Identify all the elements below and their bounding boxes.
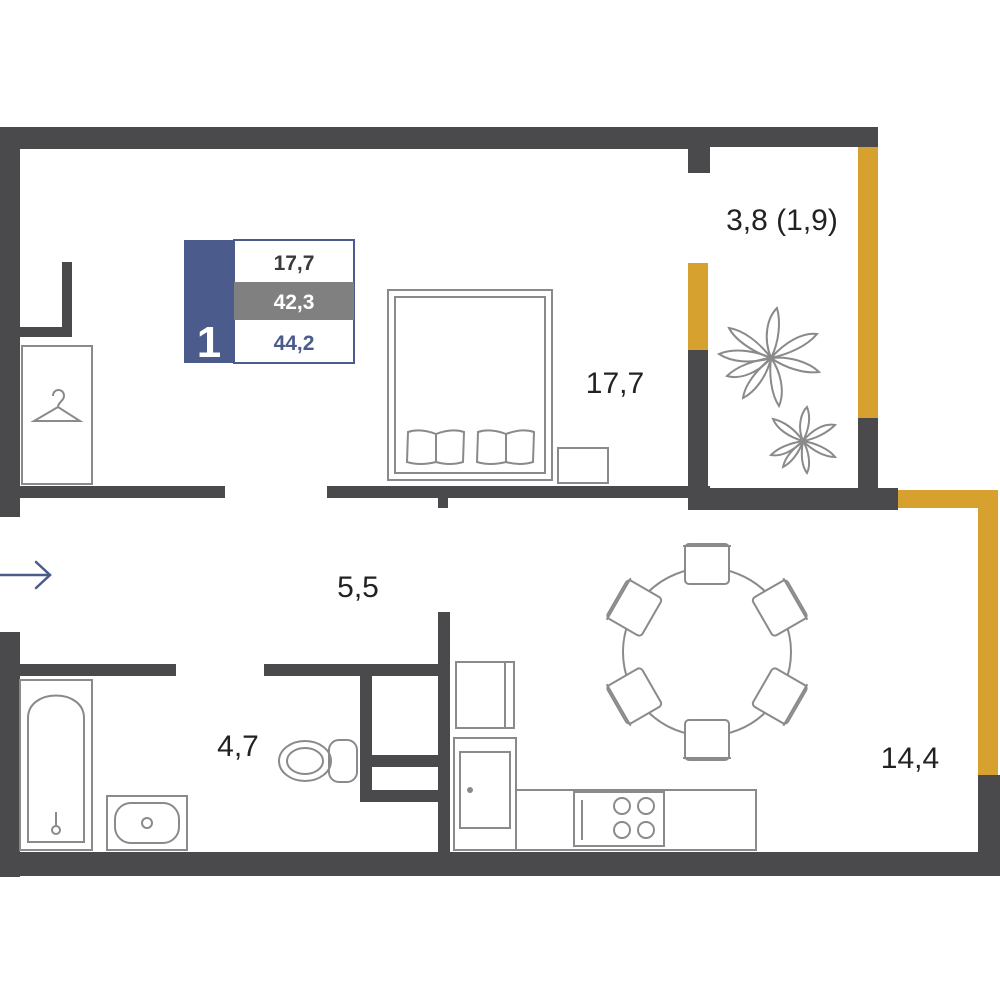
room-count: 1 [197, 318, 221, 367]
fridge [455, 661, 515, 729]
nightstand [557, 447, 609, 484]
total-area-value: 42,3 [274, 291, 315, 314]
badge-accent [184, 240, 234, 363]
hanger-icon [30, 389, 84, 422]
bedroom-area-label: 17,7 [586, 367, 644, 400]
closet [21, 345, 93, 485]
sink-icon [106, 795, 188, 851]
area-with-balcony-value: 44,2 [274, 332, 315, 355]
kitchen-area-label: 14,4 [881, 742, 939, 775]
bathroom-area-label: 4,7 [217, 730, 259, 763]
toilet-icon [278, 739, 358, 783]
walls [0, 127, 1000, 877]
dining-table-icon [605, 543, 809, 761]
balcony-area-label: 3,8 (1,9) [726, 204, 838, 237]
bathtub-icon [19, 679, 93, 851]
living-area-value: 17,7 [274, 252, 315, 275]
bed-icon [387, 289, 609, 484]
badge-gray-band [234, 282, 354, 320]
stove-icon [573, 791, 665, 847]
hall-area-label: 5,5 [337, 571, 379, 604]
windows [688, 147, 998, 775]
kitchen-counter [453, 661, 757, 851]
apartment-badge: 1 17,7 42,3 44,2 [184, 239, 355, 367]
entrance-arrow-icon [0, 560, 52, 590]
kitchen-sink [459, 751, 511, 829]
plant-icon [716, 306, 838, 475]
